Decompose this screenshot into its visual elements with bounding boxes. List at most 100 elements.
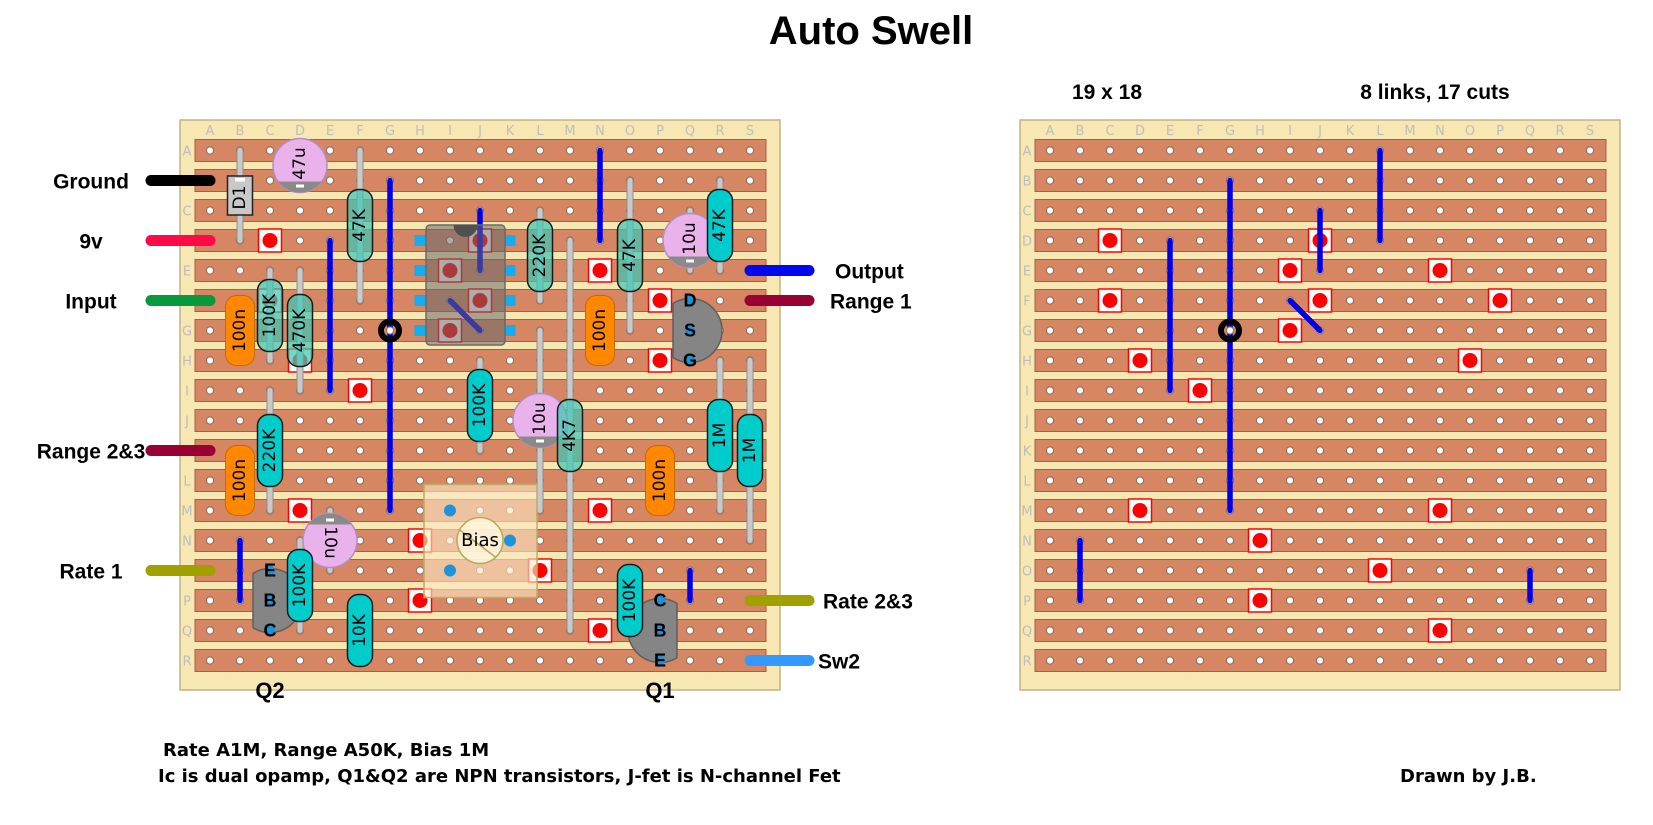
track-cut bbox=[1367, 558, 1393, 583]
hole bbox=[685, 416, 695, 425]
hole bbox=[655, 206, 665, 215]
hole bbox=[595, 386, 605, 395]
hole bbox=[1195, 266, 1205, 275]
hole bbox=[1105, 386, 1115, 395]
hole bbox=[1525, 236, 1535, 245]
hole bbox=[625, 416, 635, 425]
hole bbox=[715, 596, 725, 605]
hole bbox=[1345, 266, 1355, 275]
column-label: R bbox=[715, 124, 724, 139]
hole bbox=[445, 416, 455, 425]
hole bbox=[1195, 476, 1205, 485]
hole bbox=[445, 476, 455, 485]
hole bbox=[1075, 446, 1085, 455]
hole bbox=[1465, 446, 1475, 455]
hole bbox=[355, 476, 365, 485]
electrolytic-capacitor: 10u bbox=[512, 392, 568, 449]
hole bbox=[1315, 356, 1325, 365]
hole bbox=[1465, 626, 1475, 635]
hole bbox=[385, 566, 395, 575]
ic-pin bbox=[504, 235, 516, 246]
resistor: 47K bbox=[616, 218, 644, 293]
hole bbox=[1585, 626, 1595, 635]
hole bbox=[1135, 296, 1145, 305]
track-cut bbox=[1427, 618, 1453, 643]
hole bbox=[1135, 326, 1145, 335]
resistor: 100K bbox=[256, 278, 284, 353]
track-cut bbox=[1127, 348, 1153, 373]
hole bbox=[1495, 476, 1505, 485]
hole bbox=[205, 356, 215, 365]
parts-note: Ic is dual opamp, Q1&Q2 are NPN transist… bbox=[158, 766, 841, 787]
hole bbox=[1105, 446, 1115, 455]
layout-board: ABCDEFGHIJKLMNOPQRSABCDEFGHIJKLMNOPQR47u… bbox=[179, 119, 781, 703]
hole bbox=[1135, 626, 1145, 635]
hole bbox=[1345, 236, 1355, 245]
hole bbox=[1225, 566, 1235, 575]
hole bbox=[355, 506, 365, 515]
column-label: O bbox=[1465, 124, 1475, 139]
hole bbox=[1135, 176, 1145, 185]
hole bbox=[565, 656, 575, 665]
hole bbox=[1435, 146, 1445, 155]
hole bbox=[1285, 236, 1295, 245]
hole bbox=[415, 386, 425, 395]
row-label: P bbox=[1023, 595, 1031, 610]
hole bbox=[1555, 296, 1565, 305]
column-label: N bbox=[1435, 124, 1445, 139]
hole bbox=[1075, 506, 1085, 515]
hole bbox=[1135, 266, 1145, 275]
hole bbox=[1315, 176, 1325, 185]
hole bbox=[1585, 296, 1595, 305]
wire-label: Range 2&3 bbox=[37, 441, 146, 464]
resistor-body bbox=[706, 398, 734, 473]
hole bbox=[265, 656, 275, 665]
hole bbox=[1135, 566, 1145, 575]
hole bbox=[415, 566, 425, 575]
hole bbox=[1435, 656, 1445, 665]
wire-link bbox=[1287, 297, 1323, 334]
hole bbox=[1045, 146, 1055, 155]
capacitor-body bbox=[585, 295, 615, 366]
column-label: C bbox=[265, 124, 274, 139]
hole bbox=[385, 536, 395, 545]
film-capacitor: 100n bbox=[645, 445, 675, 516]
track-cut bbox=[1187, 378, 1213, 403]
hole bbox=[1435, 566, 1445, 575]
marker-ring bbox=[378, 318, 402, 343]
cut-dot bbox=[1132, 503, 1148, 518]
resistor: 470K bbox=[286, 293, 314, 368]
hole bbox=[325, 656, 335, 665]
hole bbox=[265, 176, 275, 185]
hole bbox=[745, 236, 755, 245]
hole bbox=[1075, 626, 1085, 635]
jfet: DSG bbox=[672, 291, 723, 371]
pin-label: C bbox=[654, 591, 667, 611]
hole bbox=[1525, 176, 1535, 185]
hole bbox=[505, 356, 515, 365]
ic-pin bbox=[504, 325, 516, 336]
hole bbox=[415, 356, 425, 365]
reference-marker bbox=[378, 318, 402, 343]
hole bbox=[235, 386, 245, 395]
hole bbox=[1045, 176, 1055, 185]
column-label: Q bbox=[685, 124, 695, 139]
transistor-name: Q1 bbox=[645, 678, 674, 703]
hole bbox=[1255, 146, 1265, 155]
hole bbox=[655, 416, 665, 425]
hole bbox=[595, 596, 605, 605]
column-label: E bbox=[1166, 124, 1174, 139]
pin-dot bbox=[265, 565, 275, 576]
cut-dot bbox=[1282, 323, 1298, 338]
hole bbox=[1495, 356, 1505, 365]
row-label: B bbox=[1023, 175, 1032, 190]
hole bbox=[1375, 296, 1385, 305]
capacitor-value: 10u bbox=[680, 222, 700, 254]
marker-ring bbox=[1218, 318, 1242, 343]
hole bbox=[385, 596, 395, 605]
row-label: A bbox=[183, 145, 192, 160]
hole bbox=[655, 176, 665, 185]
column-label: P bbox=[1496, 124, 1504, 139]
hole bbox=[1585, 356, 1595, 365]
